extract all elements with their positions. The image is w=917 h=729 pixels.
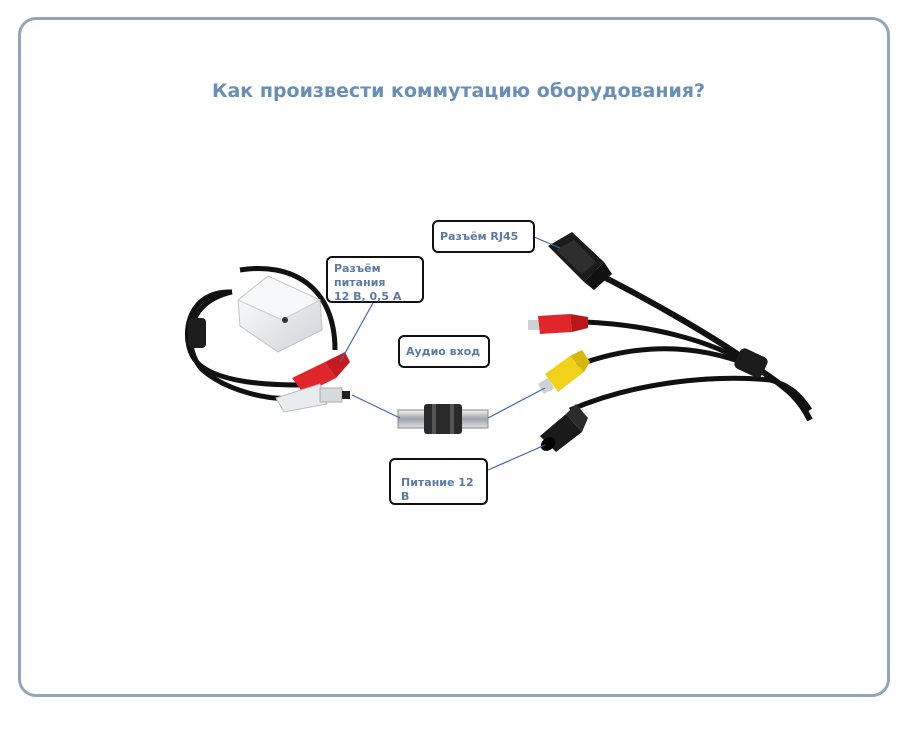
leader-audio-left: [351, 394, 401, 419]
ferrite-core-left: [188, 318, 206, 348]
leader-power-connector: [339, 302, 374, 363]
callout-power-connector-line2: 12 В, 0,5 А: [334, 290, 402, 303]
camera-yellow-rca: [537, 350, 590, 395]
camera-red-rca: [528, 314, 588, 334]
callout-power-12v-text: Питание 12 В: [401, 476, 474, 503]
callout-audio-in: Аудио вход: [398, 335, 490, 368]
camera-cable-bundle: [569, 267, 813, 422]
module-white-rca: [275, 383, 350, 413]
microphone-cable: [184, 266, 338, 401]
leader-power-12v: [487, 444, 546, 471]
callout-audio-in-text: Аудио вход: [406, 345, 481, 358]
callout-rj45-text: Разъём RJ45: [440, 230, 519, 243]
callout-power-connector-line1: Разъём питания: [334, 262, 386, 289]
ferrite-core-right: [734, 348, 768, 378]
callout-power-connector: Разъём питания 12 В, 0,5 А: [326, 256, 424, 303]
rca-coupler: [397, 404, 489, 434]
microphone-module: [237, 275, 323, 353]
leader-audio-right: [487, 387, 546, 419]
leader-lines: [339, 236, 561, 471]
microphone-hole: [282, 317, 288, 323]
diagram-title: Как произвести коммутацию оборудования?: [211, 80, 706, 102]
module-red-rca: [292, 352, 350, 394]
leader-rj45: [533, 236, 561, 249]
dc-power-jack: [540, 404, 588, 452]
callout-rj45: Разъём RJ45: [432, 220, 535, 253]
rj45-connector: [548, 232, 612, 290]
callout-power-12v: Питание 12 В: [389, 458, 488, 505]
